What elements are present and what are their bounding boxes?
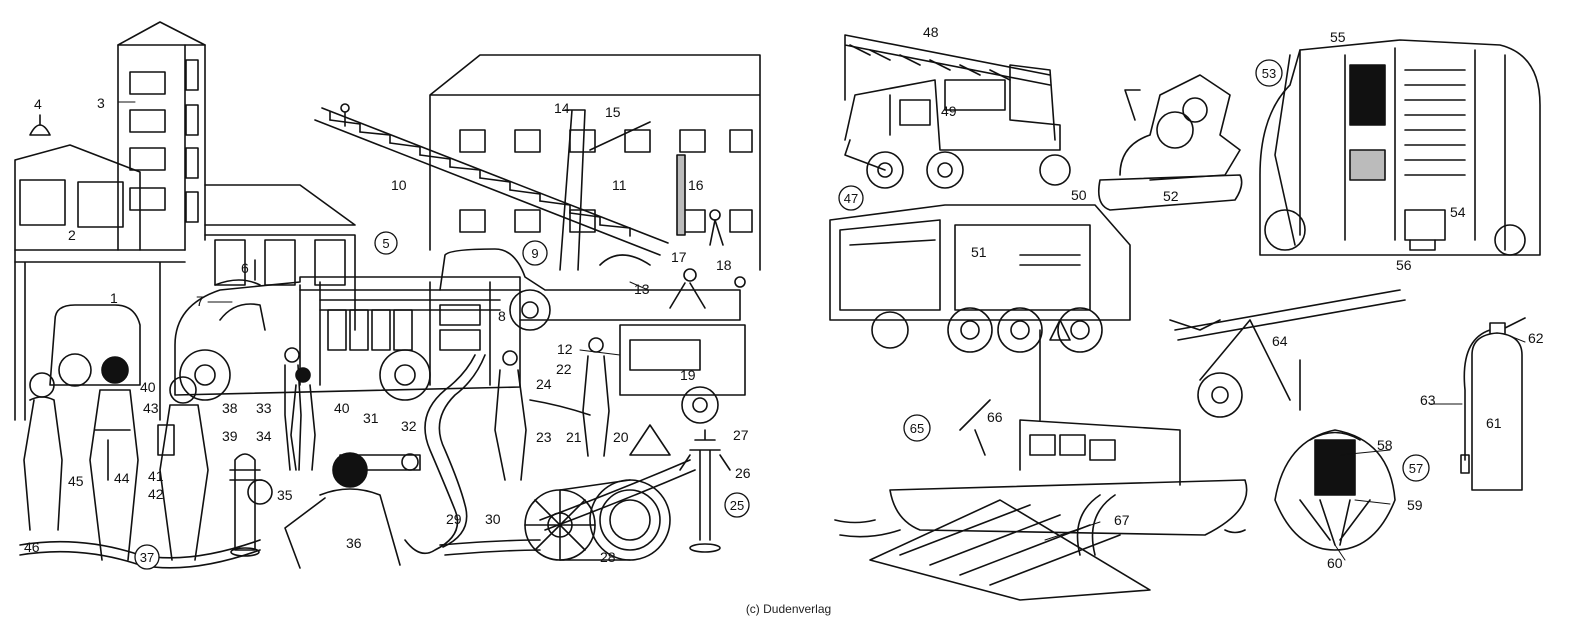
callout-numbers: 1 2 3 4 5 6 7 8 9 10 11 12 13 14 15 16 1… xyxy=(24,24,1544,571)
callout: 63 xyxy=(1420,392,1436,408)
callout: 11 xyxy=(612,177,627,193)
callout: 30 xyxy=(485,511,501,527)
callout: 46 xyxy=(24,539,40,555)
callout: 43 xyxy=(143,400,159,416)
callout: 42 xyxy=(148,486,164,502)
callout: 10 xyxy=(391,177,407,193)
callout: 23 xyxy=(536,429,552,445)
callout: 60 xyxy=(1327,555,1343,571)
callout: 45 xyxy=(68,473,84,489)
callout: 27 xyxy=(733,427,749,443)
callout: 19 xyxy=(680,367,696,383)
callout: 26 xyxy=(735,465,751,481)
fire-station-scene xyxy=(14,21,761,569)
callout: 56 xyxy=(1396,257,1412,273)
callout: 38 xyxy=(222,400,238,416)
callout: 34 xyxy=(256,428,272,444)
callout: 66 xyxy=(987,409,1003,425)
callout: 36 xyxy=(346,535,362,551)
callout: 54 xyxy=(1450,204,1466,220)
callout: 14 xyxy=(554,100,570,116)
callout: 67 xyxy=(1114,512,1130,528)
callout-circled: 53 xyxy=(1262,66,1276,81)
callout: 21 xyxy=(566,429,582,445)
callout-circled: 25 xyxy=(730,498,744,513)
callout: 4 xyxy=(34,96,42,112)
callout: 15 xyxy=(605,104,621,120)
leader-lines xyxy=(117,101,1526,561)
callout: 40 xyxy=(334,400,350,416)
callout: 49 xyxy=(941,103,957,119)
callout: 6 xyxy=(241,260,249,276)
callout: 18 xyxy=(716,257,732,273)
callout: 41 xyxy=(148,468,164,484)
callout: 28 xyxy=(600,549,616,565)
callout: 35 xyxy=(277,487,293,503)
callout: 58 xyxy=(1377,437,1393,453)
copyright-credit: (c) Dudenverlag xyxy=(745,602,832,616)
callout-circled: 5 xyxy=(382,236,389,251)
callout: 59 xyxy=(1407,497,1423,513)
callout: 22 xyxy=(556,361,572,377)
callout: 61 xyxy=(1486,415,1502,431)
callout: 29 xyxy=(446,511,462,527)
callout: 40 xyxy=(140,379,156,395)
callout: 1 xyxy=(110,290,118,306)
callout: 32 xyxy=(401,418,417,434)
equipment-panels xyxy=(829,34,1541,601)
callout: 39 xyxy=(222,428,238,444)
callout-circled: 47 xyxy=(844,191,858,206)
callout: 24 xyxy=(536,376,552,392)
callout: 51 xyxy=(971,244,987,260)
callout: 44 xyxy=(114,470,130,486)
callout: 2 xyxy=(68,227,76,243)
callout: 52 xyxy=(1163,188,1179,204)
callout-circled: 65 xyxy=(910,421,924,436)
callout: 62 xyxy=(1528,330,1544,346)
callout: 48 xyxy=(923,24,939,40)
callout: 16 xyxy=(688,177,704,193)
callout: 17 xyxy=(671,249,687,265)
callout: 50 xyxy=(1071,187,1087,203)
firefighter-figures xyxy=(19,209,746,569)
callout: 55 xyxy=(1330,29,1346,45)
callout: 64 xyxy=(1272,333,1288,349)
callout: 33 xyxy=(256,400,272,416)
callout: 20 xyxy=(613,429,629,445)
callout: 31 xyxy=(363,410,379,426)
callout: 13 xyxy=(634,281,650,297)
callout: 8 xyxy=(498,308,506,324)
callout: 3 xyxy=(97,95,105,111)
callout-circled: 9 xyxy=(531,246,538,261)
callout: 7 xyxy=(196,293,204,309)
callout: 12 xyxy=(557,341,573,357)
callout-circled: 57 xyxy=(1409,461,1423,476)
callout-circled: 37 xyxy=(140,550,154,565)
